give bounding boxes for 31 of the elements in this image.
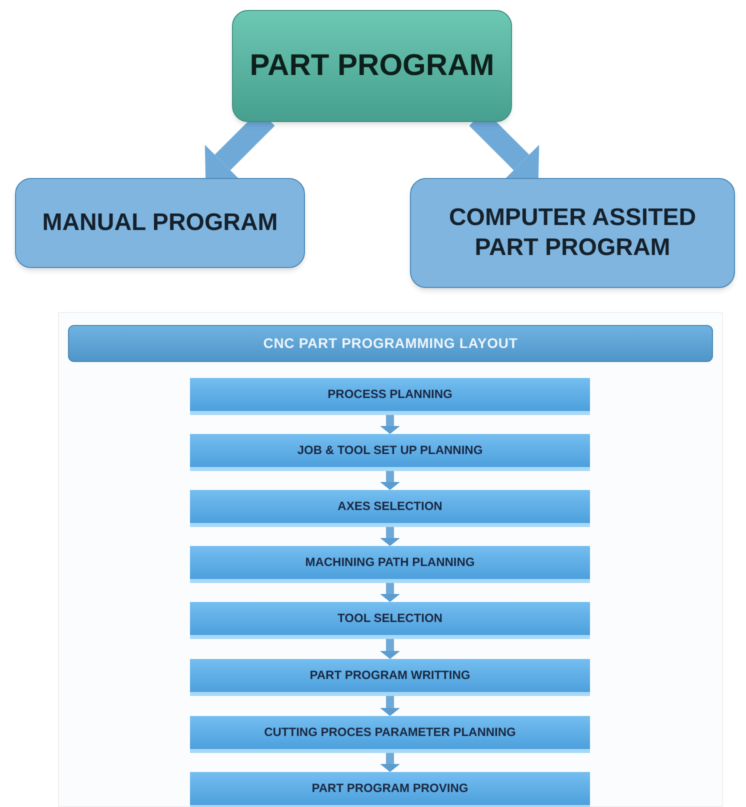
node-label: TOOL SELECTION	[338, 611, 442, 626]
node-label: PART PROGRAM PROVING	[312, 781, 468, 796]
step-bar	[190, 378, 590, 415]
node-label: AXES SELECTION	[338, 499, 442, 514]
block-arrow	[380, 471, 400, 490]
block-arrow	[380, 583, 400, 602]
node-label: CUTTING PROCES PARAMETER PLANNING	[264, 725, 516, 740]
step-bar	[190, 434, 590, 471]
block-arrow	[380, 527, 400, 546]
node-label: JOB & TOOL SET UP PLANNING	[297, 443, 483, 458]
block-arrow	[380, 753, 400, 772]
node-label: MACHINING PATH PLANNING	[305, 555, 475, 570]
step-bar	[190, 490, 590, 527]
step-bar	[190, 716, 590, 753]
node-label: PROCESS PLANNING	[328, 387, 452, 402]
block-arrow	[380, 415, 400, 434]
title-bar	[68, 325, 713, 362]
step-bar	[190, 772, 590, 807]
node-label: MANUAL PROGRAM	[42, 208, 278, 238]
block-arrow	[380, 696, 400, 716]
node-label: CNC PART PROGRAMMING LAYOUT	[263, 334, 518, 352]
node-label: PART PROGRAM	[250, 48, 494, 84]
node-label: COMPUTER ASSITED PART PROGRAM	[448, 203, 698, 263]
step-bar	[190, 602, 590, 639]
step-bar	[190, 546, 590, 583]
process-box	[15, 178, 305, 268]
block-arrow	[380, 639, 400, 659]
node-label: PART PROGRAM WRITTING	[310, 668, 470, 683]
process-box	[410, 178, 735, 288]
process-box	[232, 10, 512, 122]
step-bar	[190, 659, 590, 696]
